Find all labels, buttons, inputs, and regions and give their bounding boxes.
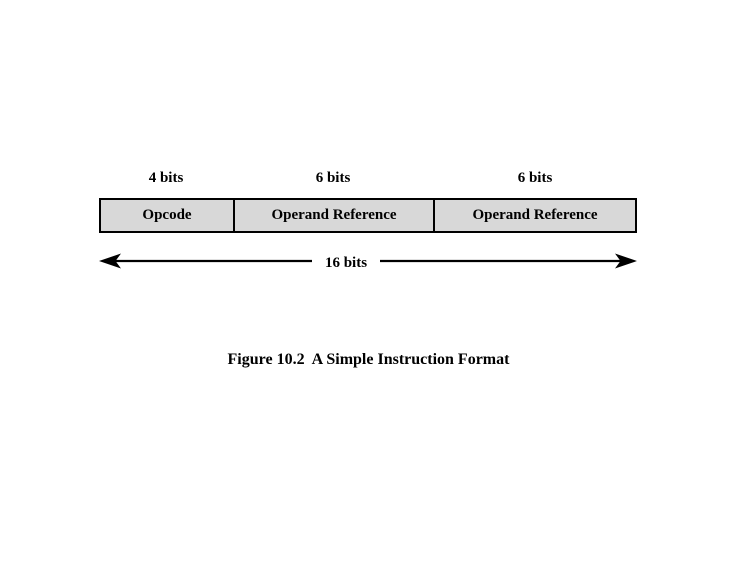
total-bits-label: 16 bits <box>325 255 367 271</box>
bit-width-labels-row: 4 bits 6 bits 6 bits <box>99 169 637 188</box>
field-operand-reference-2: Operand Reference <box>433 200 635 231</box>
bits-label-opcode: 4 bits <box>148 170 184 186</box>
right-arrowhead-icon <box>615 253 637 269</box>
left-arrowhead-icon <box>99 253 121 269</box>
field-operand-reference-1: Operand Reference <box>233 200 433 231</box>
bits-label-operand-reference-1: 6 bits <box>315 170 351 186</box>
total-width-arrow: 16 bits <box>99 253 637 271</box>
field-opcode: Opcode <box>101 200 233 231</box>
instruction-format-fields: Opcode Operand Reference Operand Referen… <box>99 198 637 233</box>
figure-caption: Figure 10.2 A Simple Instruction Format <box>227 351 510 368</box>
bits-label-operand-reference-2: 6 bits <box>517 170 553 186</box>
